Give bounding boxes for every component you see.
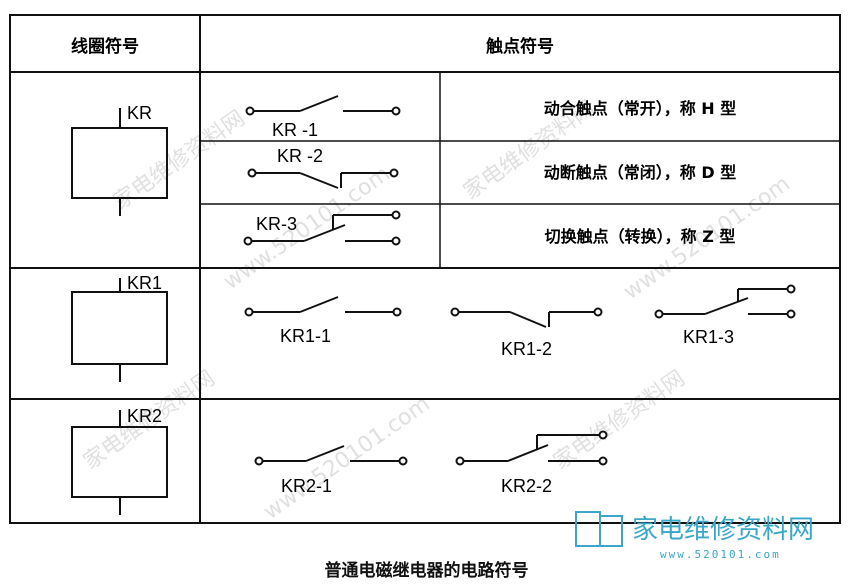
logo-url: www.520101.com (660, 548, 781, 561)
watermark-url: www.520101.com (219, 161, 395, 294)
coil-label-kr1: KR1 (127, 273, 162, 293)
contact-label-kr1-1: KR1-1 (280, 326, 331, 346)
contact-label-kr1-3: KR1-3 (683, 327, 734, 347)
contact-desc-normally-open: 动合触点（常开），称 H 型 (544, 99, 737, 118)
contact-label-kr1-2: KR1-2 (501, 339, 552, 359)
figure-caption: 普通电磁继电器的电路符号 (324, 561, 529, 581)
watermark-url: www.520101.com (259, 391, 435, 524)
contact-symbol-kr1-2 (450, 307, 603, 328)
table-grid (9, 14, 841, 524)
contact-symbol-kr1-3 (654, 284, 796, 319)
coil-symbol-kr1 (71, 278, 168, 382)
contact-desc-changeover: 切换触点（转换），称 Z 型 (545, 227, 736, 246)
contact-symbol-kr1-1 (244, 296, 402, 317)
contact-symbol-normally-closed (247, 168, 399, 189)
contact-label-kr2-2: KR2-2 (501, 476, 552, 496)
contact-symbol-kr2-1 (254, 445, 408, 466)
contact-symbol-normally-open (245, 95, 401, 116)
contact-label-kr2-1: KR2-1 (281, 476, 332, 496)
header-coil-symbol: 线圈符号 (71, 36, 139, 57)
contact-symbol-changeover (243, 210, 401, 246)
coil-label-kr2: KR2 (127, 406, 162, 426)
coil-label-kr: KR (127, 103, 152, 123)
contact-label-kr-1: KR -1 (272, 120, 318, 140)
header-contact-symbol: 触点符号 (485, 36, 554, 57)
contact-label-kr-3: KR-3 (256, 214, 297, 234)
watermark: 家电维修资料网 家电维修资料网 www.520101.com www.52010… (79, 96, 795, 525)
site-logo: 家电维修资料网 www.520101.com (575, 511, 814, 561)
coil-symbol-kr2 (71, 410, 168, 515)
contact-desc-normally-closed: 动断触点（常闭），称 D 型 (544, 163, 736, 182)
watermark-text: 家电维修资料网 (549, 366, 690, 475)
book-icon (575, 511, 623, 547)
coil-symbol-kr (71, 108, 168, 216)
contact-label-kr-2: KR -2 (277, 146, 323, 166)
contact-symbol-kr2-2 (455, 430, 608, 466)
logo-text: 家电维修资料网 (632, 515, 814, 545)
